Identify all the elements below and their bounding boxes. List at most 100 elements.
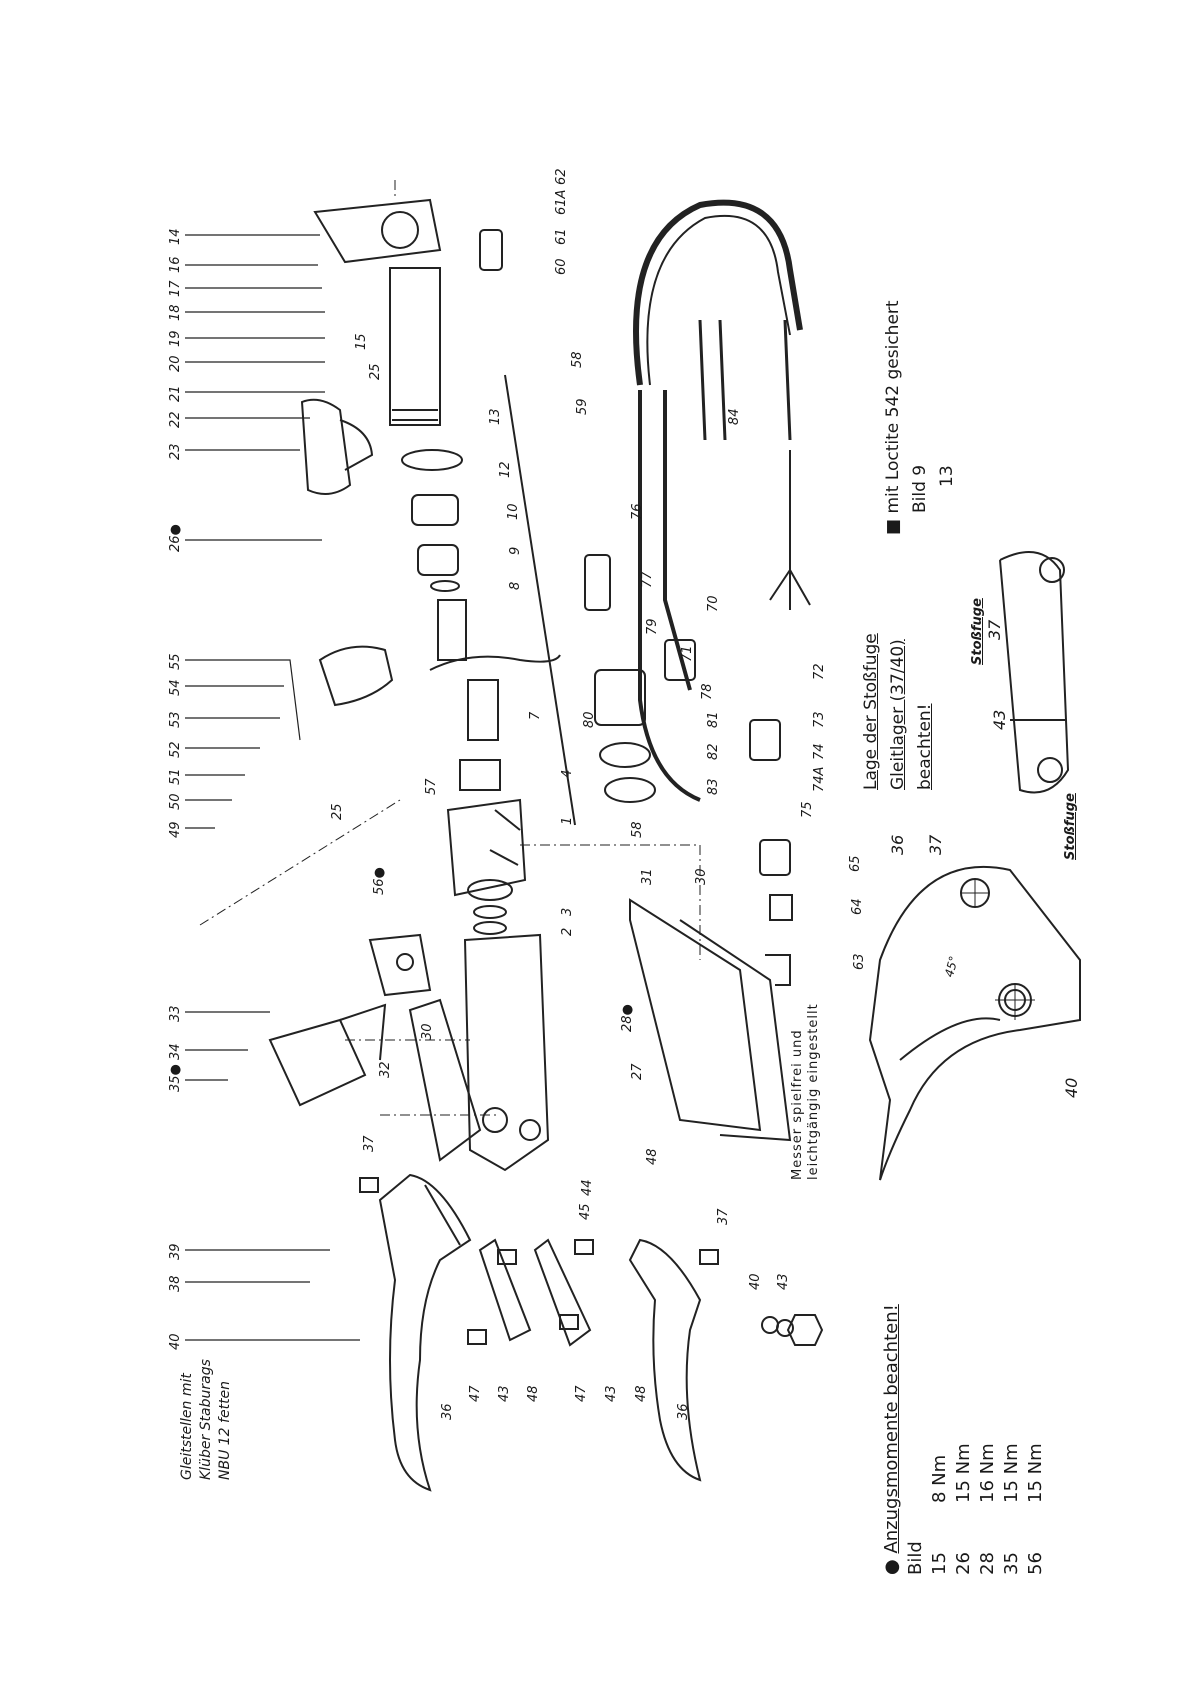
fitting-part-60 <box>479 229 503 271</box>
callout-74A: 74A <box>812 766 827 792</box>
loctite-note: ■ mit Loctite 542 gesichert Bild 9 13 <box>880 300 961 535</box>
callout-47: 48 <box>645 1148 660 1165</box>
callout-55: 55 <box>168 653 183 670</box>
ring-part-4 <box>459 759 501 791</box>
callout-36-left: 36 <box>440 1403 455 1420</box>
callout-50: 50 <box>168 793 183 810</box>
knife-note-line-1: Messer spielfrei und <box>790 1029 805 1180</box>
callout-80: 80 <box>582 711 597 728</box>
callout-37: 37 <box>362 1135 377 1152</box>
loctite-marker: ■ <box>883 518 903 535</box>
callout-36-right: 36 <box>676 1403 691 1420</box>
torque-heading: ● Anzugsmomente beachten! <box>880 1304 904 1575</box>
handle-part-23 <box>300 398 352 495</box>
callout-71: 71 <box>680 645 695 662</box>
torque-value: 16 Nm <box>977 1443 998 1503</box>
callout-10: 10 <box>506 503 521 520</box>
knife-note-line-2: leichtgängig eingestellt <box>806 1003 821 1180</box>
head-part-14 <box>313 198 442 264</box>
handle-part-23b <box>318 645 394 707</box>
callout-7: 7 <box>528 711 543 720</box>
callout-48: 56● <box>372 867 387 895</box>
bracket-part-33 <box>268 1018 367 1107</box>
torque-col-label: Bild <box>905 1541 926 1575</box>
lubrication-line-2: Klüber Staburags <box>198 1359 214 1480</box>
torque-heading-text: Anzugsmomente beachten! <box>881 1304 902 1554</box>
knife-note: Messer spielfrei und leichtgängig einges… <box>790 1003 822 1180</box>
torque-part: 35 <box>1001 1552 1022 1575</box>
callout-21: 21 <box>168 385 183 402</box>
rod-part-58 <box>504 374 576 826</box>
torque-part: 28 <box>977 1552 998 1575</box>
callout-52: 52 <box>168 741 183 758</box>
callout-43-left: 43 <box>497 1385 512 1402</box>
callout-35: 35● <box>168 1064 183 1092</box>
cover-part-31 <box>629 898 762 1132</box>
callout-74: 74 <box>812 743 827 760</box>
bar-part-59 <box>429 654 561 671</box>
plug-part-77 <box>584 554 611 611</box>
ring-part-3 <box>473 905 507 919</box>
connector-part-73 <box>749 719 781 761</box>
cylinder-part-1 <box>446 798 527 897</box>
callout-61: 61 <box>554 228 569 245</box>
torque-marker: ● <box>881 1559 902 1575</box>
link-part-43-b <box>533 1238 592 1347</box>
callout-81: 81 <box>706 711 721 728</box>
callout-37-link: 37 <box>985 619 1004 640</box>
nut-part-9 <box>417 544 459 576</box>
callout-34: 34 <box>168 1043 183 1060</box>
ring-part-2 <box>473 921 507 935</box>
callout-25b: 25 <box>330 803 345 820</box>
lubrication-line-3: NBU 12 fetten <box>217 1380 233 1480</box>
detail-bracket <box>868 865 1081 1181</box>
callout-23: 23 <box>168 443 183 460</box>
callout-47-right: 48 <box>634 1385 649 1402</box>
callout-73: 73 <box>812 711 827 728</box>
tube-part-13 <box>389 267 441 426</box>
callout-56: 57 <box>424 778 439 795</box>
callout-51: 51 <box>168 768 183 785</box>
loctite-line-2: Bild 9 <box>910 464 930 513</box>
torque-value: 15 Nm <box>953 1443 974 1503</box>
callout-63: 63 <box>852 953 867 970</box>
fitting-part-64 <box>769 894 793 921</box>
callout-40-detail: 40 <box>1062 1077 1081 1098</box>
callout-13: 13 <box>488 408 503 425</box>
disc-part-82 <box>599 742 651 768</box>
torque-value: 15 Nm <box>1025 1443 1046 1503</box>
callout-19: 19 <box>168 330 183 347</box>
ring-part-12 <box>401 449 463 471</box>
lubrication-note: Gleitstellen mit Klüber Staburags NBU 12… <box>178 1359 235 1480</box>
link-part-43-a <box>478 1238 532 1342</box>
callout-25: 25 <box>368 363 383 380</box>
torque-part: 56 <box>1025 1552 1046 1575</box>
callout-16: 16 <box>168 256 183 273</box>
callout-54: 54 <box>168 679 183 696</box>
callout-22: 22 <box>168 411 183 428</box>
callout-49: 49 <box>168 821 183 838</box>
callout-27: 27 <box>630 1063 645 1080</box>
callout-84: 84 <box>727 408 742 425</box>
callout-46-right: 47 <box>574 1385 589 1402</box>
callout-31: 31 <box>640 868 655 885</box>
ring-part-8 <box>430 580 460 592</box>
callout-39: 39 <box>168 1243 183 1260</box>
callout-41-bottom: 43 <box>776 1273 791 1290</box>
callout-82: 82 <box>706 743 721 760</box>
callout-83: 83 <box>706 778 721 795</box>
joint-note-line-3: beachten! <box>915 703 935 790</box>
callout-57b: 58 <box>630 821 645 838</box>
callout-37-bottom: 37 <box>716 1208 731 1225</box>
torque-part: 15 <box>929 1552 950 1575</box>
detail-link-43 <box>999 551 1070 794</box>
callout-65: 65 <box>848 855 863 872</box>
callout-77: 77 <box>640 571 655 588</box>
callout-60: 60 <box>554 258 569 275</box>
callout-12: 12 <box>498 461 513 478</box>
callout-32: 32 <box>378 1061 393 1078</box>
callout-58: 59 <box>575 398 590 415</box>
callout-9: 9 <box>508 546 523 555</box>
joint-note: Lage der Stoßfuge Gleitlager (37/40) bea… <box>858 633 939 790</box>
